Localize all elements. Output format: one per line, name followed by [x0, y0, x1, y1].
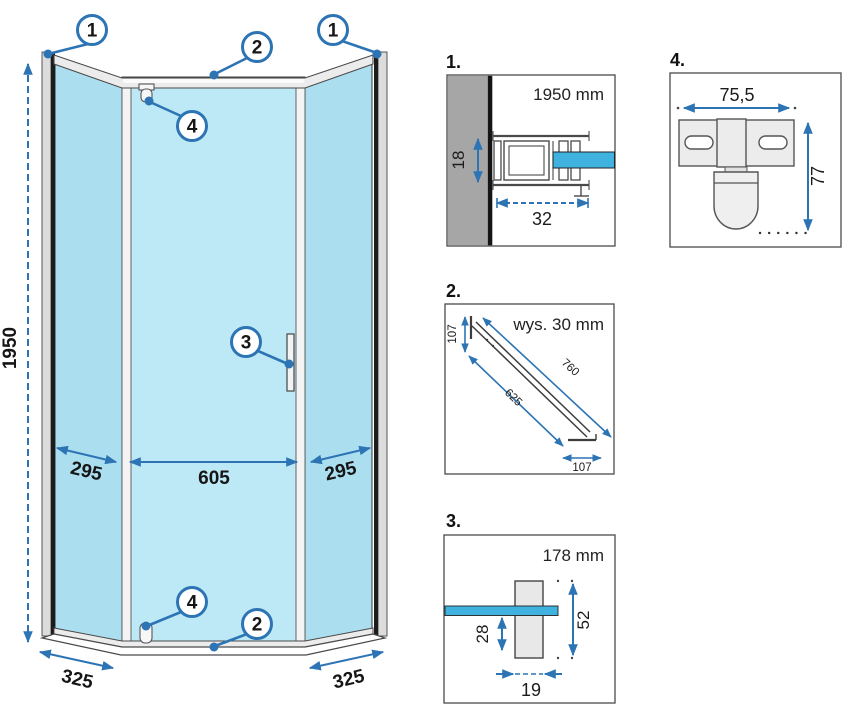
callout-roller-bottom-number: 4 [187, 593, 198, 614]
callout-wall-left: 1 [43, 14, 108, 59]
detail-4-dim-width-label: 75,5 [719, 85, 754, 105]
detail-1-wall-profile: 1. 1950 mm 18 [446, 52, 616, 247]
callout-top-rail-number: 2 [252, 38, 263, 59]
detail-4-roller-bracket: 4. 75,5 77 [669, 50, 842, 248]
detail-3-label: 3. [446, 511, 461, 531]
callout-bottom-rail-number: 2 [252, 615, 263, 636]
bracket-slot-right [758, 135, 788, 150]
dim-height-1950: 1950 [0, 62, 33, 644]
detail-3-handle-body [514, 580, 544, 659]
door-frame-left [121, 78, 132, 645]
callout-roller-bottom: 4 [141, 586, 208, 631]
detail-2-dim-end-left-label: 107 [447, 324, 459, 343]
glass-edge-left [51, 53, 55, 636]
detail-3-dim-width: 19 [496, 669, 562, 700]
detail-4-roller-wheel [713, 171, 759, 230]
detail-4-dim-height-label: 77 [808, 166, 828, 186]
detail-2-top-rail: 2. wys. 30 mm 107 760 625 107 [444, 281, 615, 475]
callout-roller-top-number: 4 [187, 117, 198, 138]
glass-edge-right [374, 53, 378, 636]
detail-1-dim-depth: 18 [449, 137, 483, 184]
wall-profile-left [41, 51, 52, 637]
detail-2-dim-end-left: 107 [447, 316, 469, 353]
callout-wall-right-number: 1 [328, 21, 339, 42]
detail-4-dim-width-arrow [676, 103, 797, 113]
detail-1-glass-panel [552, 151, 615, 169]
detail-3-title: 178 mm [543, 546, 604, 565]
callout-handle: 3 [230, 326, 294, 369]
shower-tray-edge [39, 633, 388, 656]
door-frame-right [295, 78, 306, 645]
detail-3-dim-outer: 52 [568, 582, 593, 657]
dim-height-label: 1950 [0, 327, 21, 369]
callout-bottom-rail: 2 [209, 608, 273, 652]
detail-3-handle: 3. 178 mm 28 52 19 [443, 511, 616, 704]
detail-3-dim-inner-label: 28 [473, 625, 492, 644]
detail-4-bracket [678, 118, 795, 173]
dim-door-605: 605 [128, 457, 299, 489]
detail-3-dim-inner: 28 [473, 616, 507, 652]
callout-top-rail: 2 [209, 31, 273, 80]
glass-panel-left [54, 56, 123, 645]
detail-4-label: 4. [670, 50, 685, 70]
callout-wall-right: 1 [317, 14, 382, 59]
detail-3-dim-width-label: 19 [521, 680, 541, 700]
callout-handle-number: 3 [241, 333, 252, 354]
detail-1-dim-width: 32 [495, 198, 590, 229]
detail-2-dim-end-right: 107 [562, 454, 602, 474]
shower-door-glass [121, 76, 306, 645]
top-rail-highlight [122, 79, 305, 83]
dim-base-right-325: 325 [308, 649, 385, 694]
bracket-slot-left [684, 135, 714, 150]
detail-2-dim-end-right-label: 107 [572, 462, 591, 474]
detail-2-title: wys. 30 mm [512, 315, 604, 334]
detail-2-label: 2. [446, 281, 461, 301]
detail-1-profile-section [492, 131, 590, 197]
detail-1-dim-depth-label: 18 [449, 151, 468, 170]
callout-wall-left-number: 1 [87, 21, 98, 42]
dim-base-left-325: 325 [38, 649, 115, 694]
detail-4-dim-height: 77 [758, 121, 828, 235]
detail-1-label: 1. [446, 52, 461, 72]
detail-1-wall-face [487, 75, 493, 246]
dim-door-label: 605 [198, 468, 230, 489]
detail-3-dim-outer-label: 52 [574, 611, 593, 630]
wall-profile-right [377, 51, 388, 637]
dim-base-right-label: 325 [331, 666, 367, 694]
main-view: 1950 295 605 295 325 325 1 [0, 14, 388, 694]
glass-panel-right [304, 56, 373, 645]
dim-base-left-label: 325 [59, 666, 95, 694]
detail-1-title: 1950 mm [533, 85, 604, 104]
detail-3-glass-panel [444, 605, 559, 616]
callout-roller-top: 4 [144, 96, 208, 142]
detail-1-dim-width-label: 32 [532, 209, 552, 229]
